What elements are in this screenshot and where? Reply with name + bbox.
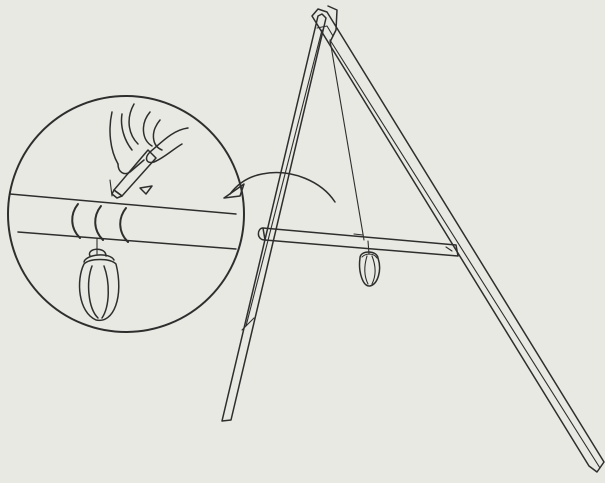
hand-with-pen: [110, 104, 188, 198]
right-leg: [312, 9, 604, 472]
hanging-bag-large: [80, 238, 119, 320]
crossbar: [258, 228, 458, 256]
left-leg: [222, 14, 326, 421]
hanging-cord: [330, 40, 364, 240]
magnified-detail-circle: [8, 96, 244, 332]
magnified-pole: [10, 194, 236, 249]
